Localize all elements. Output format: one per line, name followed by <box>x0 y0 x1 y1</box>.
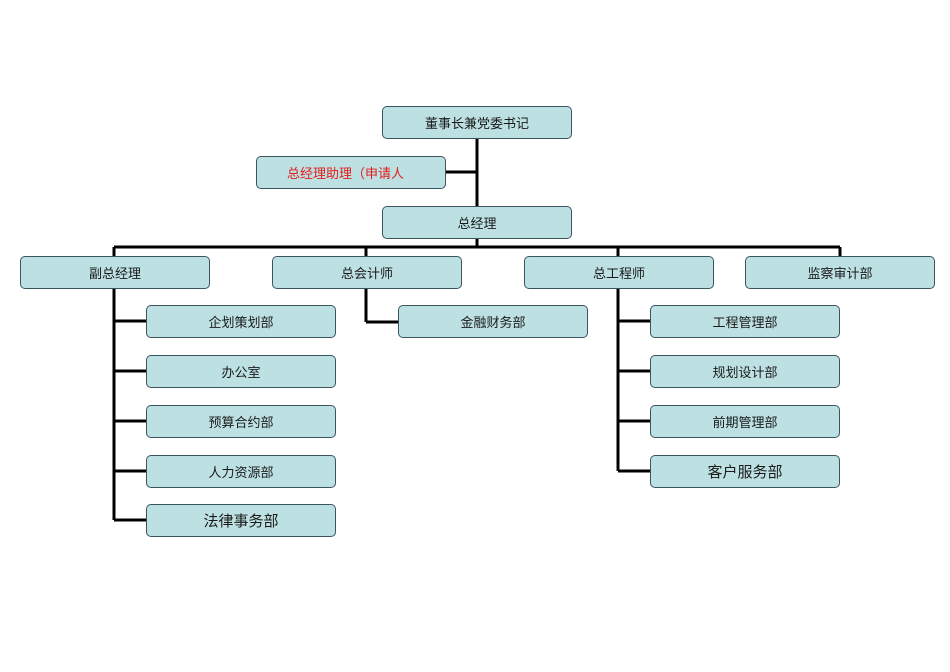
node-label: 总经理助理（申请人 <box>287 167 405 182</box>
node-label: 监察审计部 <box>807 267 873 282</box>
node-deputy-gm: 副总经理 <box>20 256 210 289</box>
node-hr: 人力资源部 <box>146 455 336 488</box>
node-chief-engineer: 总工程师 <box>524 256 714 289</box>
node-label: 金融财务部 <box>460 316 526 331</box>
node-label: 总会计师 <box>340 267 393 282</box>
node-budget: 预算合约部 <box>146 405 336 438</box>
node-label: 总经理 <box>457 217 497 232</box>
node-label: 规划设计部 <box>712 366 778 381</box>
node-label: 董事长兼党委书记 <box>424 117 529 132</box>
node-planning: 企划策划部 <box>146 305 336 338</box>
node-finance: 金融财务部 <box>398 305 588 338</box>
node-design: 规划设计部 <box>650 355 840 388</box>
node-chief-accountant: 总会计师 <box>272 256 462 289</box>
node-office: 办公室 <box>146 355 336 388</box>
node-engineering: 工程管理部 <box>650 305 840 338</box>
node-label: 人力资源部 <box>208 466 274 481</box>
node-label: 客户服务部 <box>707 463 783 481</box>
node-customer-service: 客户服务部 <box>650 455 840 488</box>
node-audit: 监察审计部 <box>745 256 935 289</box>
node-early-stage: 前期管理部 <box>650 405 840 438</box>
node-label: 总工程师 <box>592 267 645 282</box>
node-label: 企划策划部 <box>208 316 274 331</box>
node-chairman: 董事长兼党委书记 <box>382 106 572 139</box>
node-label: 前期管理部 <box>712 416 778 431</box>
node-label: 办公室 <box>221 366 261 381</box>
node-label: 副总经理 <box>88 267 141 282</box>
node-label: 工程管理部 <box>712 316 778 331</box>
node-legal: 法律事务部 <box>146 504 336 537</box>
node-label: 预算合约部 <box>208 416 274 431</box>
node-assistant: 总经理助理（申请人 <box>256 156 446 189</box>
node-gm: 总经理 <box>382 206 572 239</box>
node-label: 法律事务部 <box>203 512 279 530</box>
